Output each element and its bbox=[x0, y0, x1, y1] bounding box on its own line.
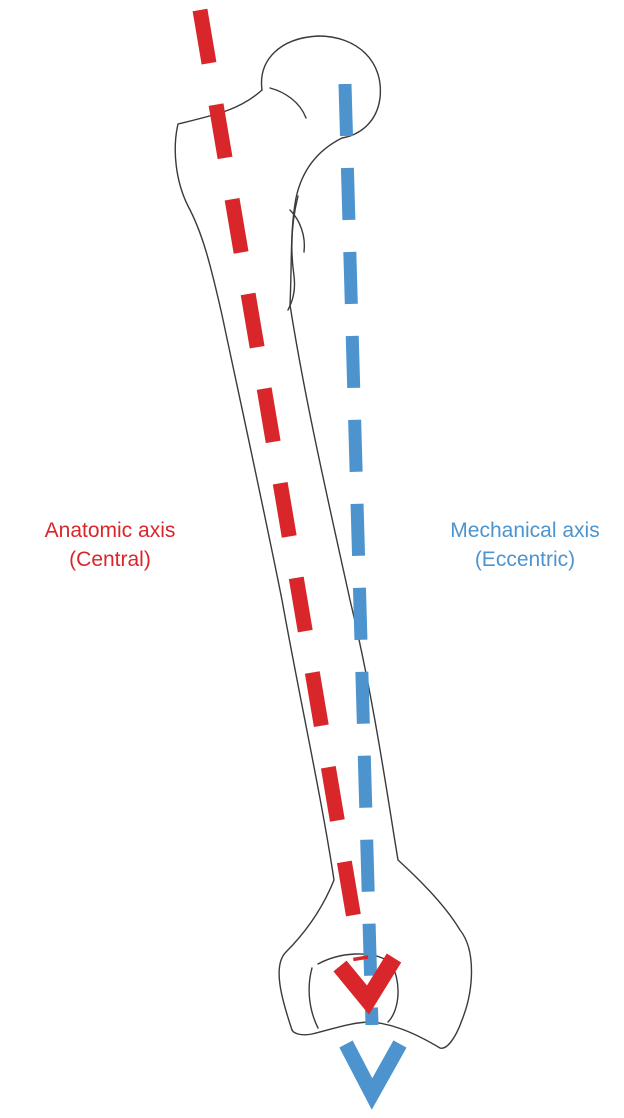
condyle-detail bbox=[308, 967, 319, 1029]
femur-lateral-contour bbox=[174, 89, 335, 1031]
anatomic-axis-label-line1: Anatomic axis bbox=[44, 519, 176, 542]
anatomic-axis-arrowhead bbox=[333, 953, 402, 1015]
anatomic-axis bbox=[192, 8, 402, 1015]
mechanical-axis-dashed-line bbox=[338, 83, 379, 1026]
greater-trochanter-detail bbox=[287, 195, 299, 311]
mechanical-axis-label-line1: Mechanical axis bbox=[450, 519, 600, 542]
anatomic-axis-label: Anatomic axis (Central) bbox=[20, 516, 200, 574]
mechanical-axis-label-line2: (Eccentric) bbox=[474, 548, 576, 571]
mechanical-axis-arrowhead bbox=[339, 1040, 407, 1110]
femur-outline bbox=[174, 35, 473, 1049]
anatomic-axis-label-line2: (Central) bbox=[69, 548, 151, 571]
anatomic-axis-dashed-line bbox=[192, 8, 369, 962]
mechanical-axis-label: Mechanical axis (Eccentric) bbox=[430, 516, 620, 574]
trochanteric-crest bbox=[289, 209, 306, 253]
mechanical-axis bbox=[338, 83, 407, 1110]
head-fovea-line bbox=[269, 87, 307, 119]
